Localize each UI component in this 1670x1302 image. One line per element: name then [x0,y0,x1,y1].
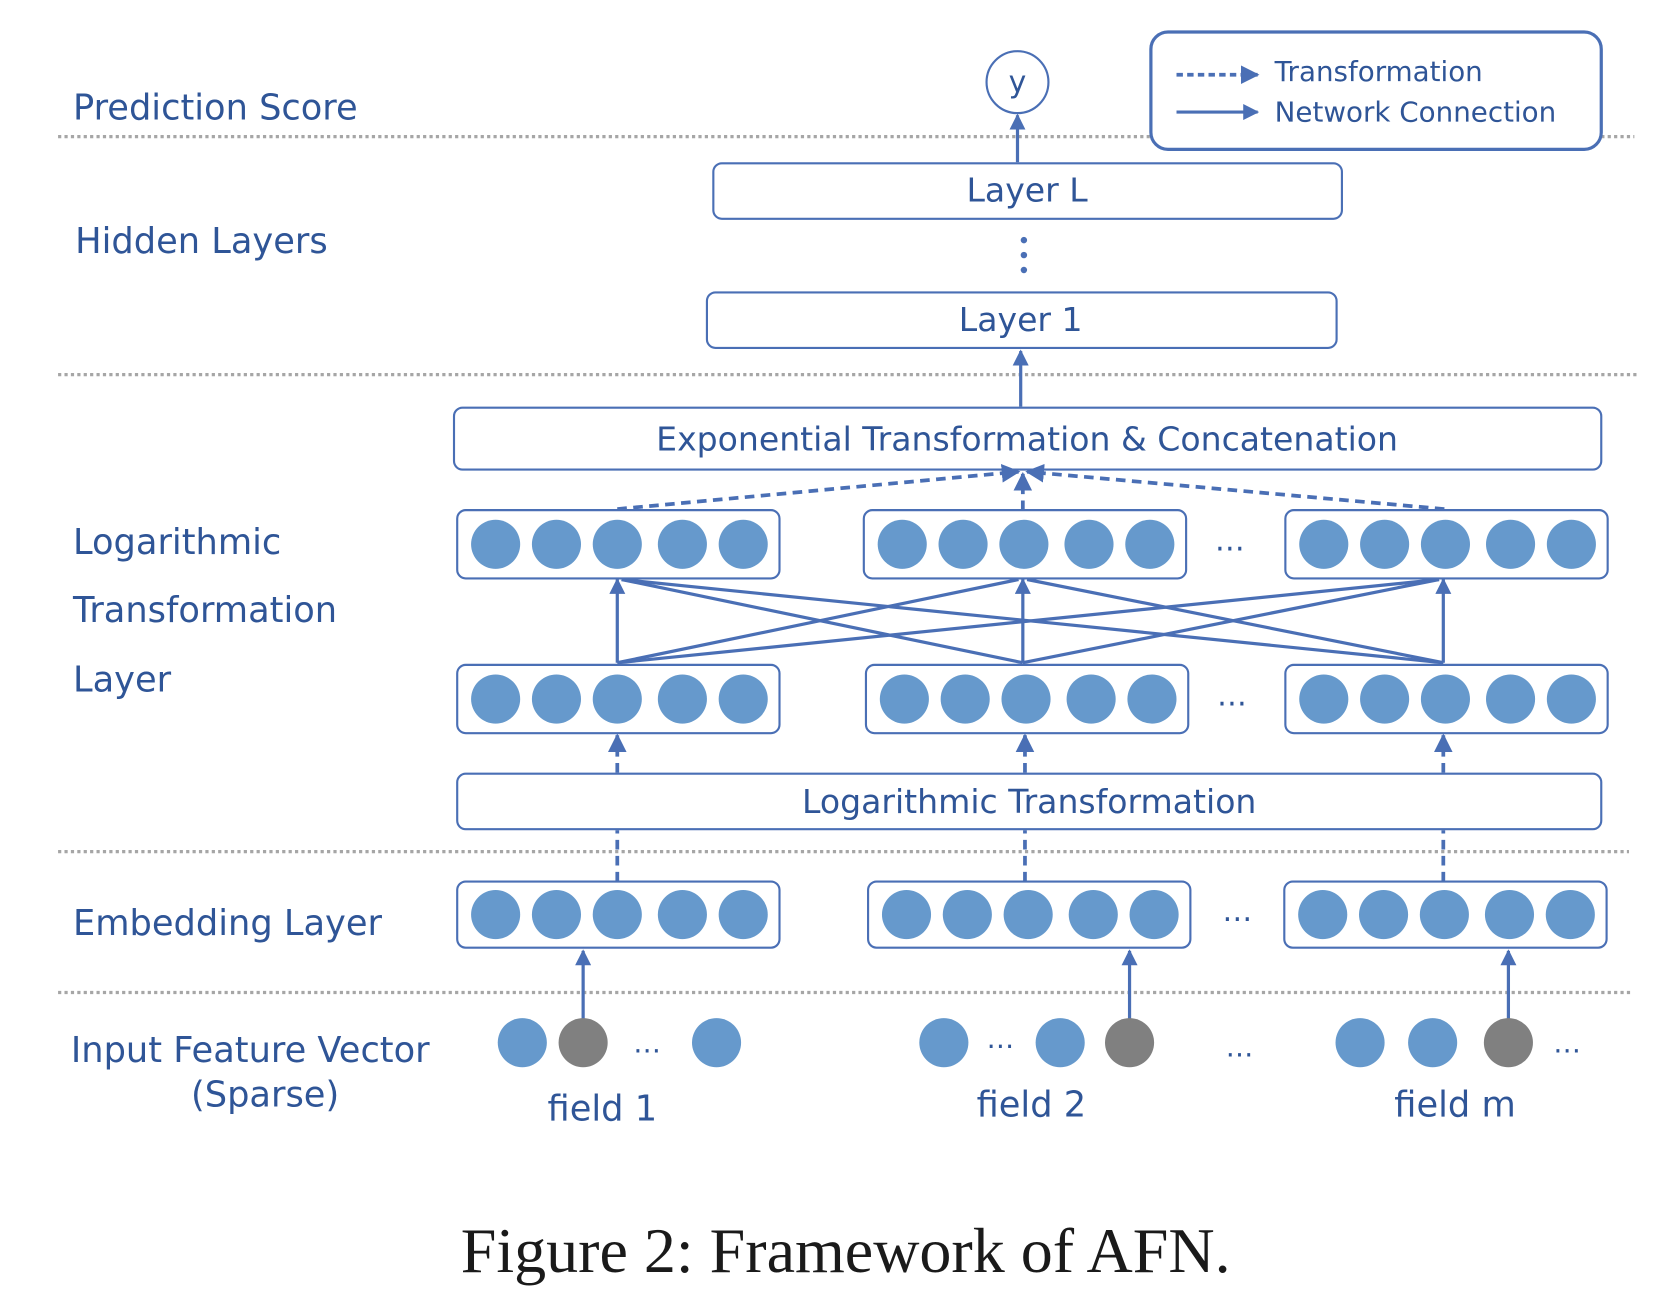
neuron-node [1419,890,1469,940]
label-log-line1: Logarithmic [73,522,281,563]
neuron-node [718,674,768,724]
neuron-node [1486,674,1536,724]
ellipsis-field2: … [987,1022,1015,1055]
input-node-zero [1035,1018,1085,1068]
ellipsis-log-upper: … [1215,524,1245,559]
neuron-node [1129,890,1179,940]
neuron-node [1299,674,1349,724]
neuron-node [1003,890,1053,940]
ellipsis-fieldm: … [1553,1026,1581,1059]
log-transform-box [456,772,1603,831]
input-node-active [1483,1018,1533,1068]
dash-log3-to-exp [1025,463,1445,511]
input-node-active [1105,1018,1155,1068]
label-log-line2: Transformation [72,590,337,631]
neuron-node [471,519,521,569]
layer-L-label: Layer L [967,171,1089,210]
neuron-node [1068,890,1118,940]
log-network-connections [609,577,1452,665]
neuron-node [657,519,707,569]
neuron-node [1420,674,1470,724]
neuron-node [1360,519,1410,569]
input-node-active [558,1018,608,1068]
neuron-node [657,890,707,940]
label-input-line1: Input Feature Vector [71,1030,430,1071]
input-node-zero [691,1018,742,1068]
ellipsis-embedding: … [1222,894,1252,929]
field-1-label: field 1 [548,1089,658,1130]
log-lower-vector-1 [456,663,781,735]
label-prediction-score: Prediction Score [73,88,358,129]
neuron-node [940,674,990,724]
log-upper-vector-2 [862,509,1188,580]
embedding-vector-2 [867,880,1192,949]
dash-log1-to-exp [617,463,1021,511]
input-node-zero [1335,1018,1385,1068]
neuron-node [1546,519,1596,569]
neuron-node [1127,674,1177,724]
neuron-node [471,890,521,940]
log-lower-vector-3 [1284,663,1609,735]
ellipsis-log-lower: … [1217,678,1247,713]
log-transform-label: Logarithmic Transformation [802,782,1256,821]
input-node-zero [1408,1018,1458,1068]
layer-1-label: Layer 1 [959,300,1083,339]
legend-network-label: Network Connection [1275,96,1557,129]
label-log-line3: Layer [73,660,172,701]
figure-caption: Figure 2: Framework of AFN. [461,1215,1231,1286]
log-upper-vector-1 [456,509,781,580]
label-hidden-layers: Hidden Layers [75,221,328,262]
layer-L-box [712,162,1343,220]
log-lower-vector-2 [864,663,1190,735]
neuron-node [531,890,582,940]
neuron-node [879,674,929,724]
neuron-node [1545,890,1595,940]
vdots-icon [1020,236,1028,274]
output-node [985,50,1050,115]
neuron-node [877,519,927,569]
neuron-node [999,519,1049,569]
neuron-node [592,890,642,940]
neuron-node [1298,890,1348,940]
embedding-vector-3 [1283,880,1608,949]
layer-1-box [705,291,1338,349]
embedding-vector-1 [456,880,781,949]
ellipsis-field1: … [633,1026,661,1059]
input-node-zero [497,1018,547,1068]
neuron-node [938,519,988,569]
neuron-node [1484,890,1535,940]
neuron-node [881,890,932,940]
label-embedding-layer: Embedding Layer [73,903,383,944]
neuron-node [1360,674,1410,724]
neuron-node [531,519,582,569]
field-m-label: field m [1394,1084,1515,1125]
neuron-node [1064,519,1114,569]
exp-concat-label: Exponential Transformation & Concatenati… [656,419,1398,458]
neuron-node [1359,890,1409,940]
neuron-node [1066,674,1116,724]
log-upper-vector-3 [1284,509,1609,580]
neuron-node [592,674,642,724]
neuron-node [1125,519,1175,569]
neuron-node [1546,674,1596,724]
label-input-line2: (Sparse) [191,1075,339,1116]
input-node-zero [919,1018,969,1068]
neuron-node [592,519,642,569]
neuron-node [471,674,521,724]
neuron-node [1001,674,1051,724]
neuron-node [1486,519,1536,569]
output-node-label: y [1009,65,1027,100]
neuron-node [531,674,582,724]
legend-transformation-label: Transformation [1274,55,1483,88]
legend: Transformation Network Connection [1149,30,1603,152]
neuron-node [657,674,707,724]
neuron-node [718,519,768,569]
neuron-node [718,890,768,940]
neuron-node [942,890,992,940]
ellipsis-fields-between: … [1226,1031,1254,1064]
neuron-node [1420,519,1470,569]
field-2-label: field 2 [977,1084,1087,1125]
neuron-node [1299,519,1349,569]
